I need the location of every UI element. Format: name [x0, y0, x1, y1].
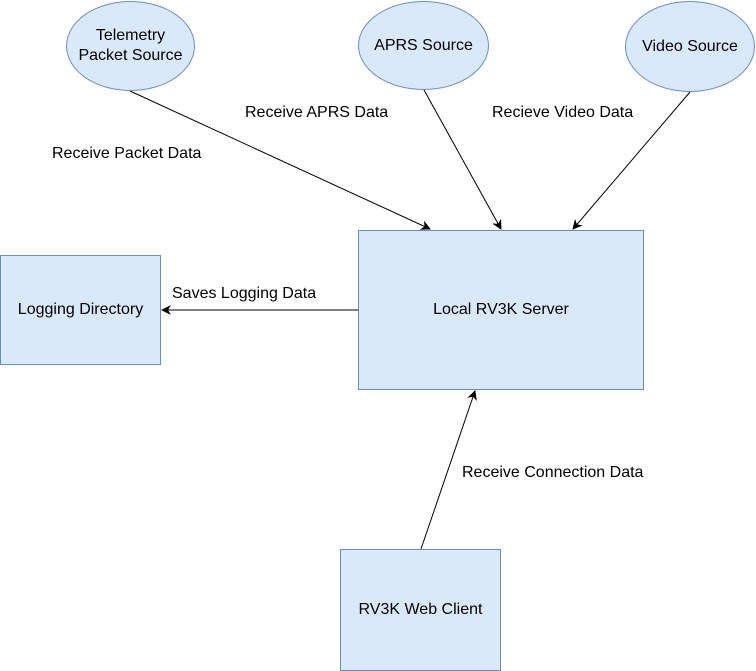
- recieve-video-data-label: Recieve Video Data: [492, 103, 634, 123]
- edge-telemetry-to-server: [129, 90, 431, 230]
- logging-directory-label: Logging Directory: [17, 301, 144, 318]
- receive-connection-data-label: Receive Connection Data: [462, 463, 644, 483]
- receive-packet-data-label: Receive Packet Data: [52, 144, 202, 164]
- logging-directory-node[interactable]: Logging Directory: [0, 255, 161, 365]
- edge-aprs-to-server: [423, 89, 502, 230]
- telemetry-packet-source-label: Telemetry Packet Source: [78, 26, 182, 66]
- rv3k-web-client-node[interactable]: RV3K Web Client: [340, 549, 501, 671]
- aprs-source-label: APRS Source: [374, 36, 473, 54]
- receive-aprs-data-label: Receive APRS Data: [245, 103, 389, 123]
- telemetry-packet-source-node[interactable]: Telemetry Packet Source: [66, 1, 195, 91]
- local-rv3k-server-node[interactable]: Local RV3K Server: [358, 230, 644, 390]
- rv3k-web-client-label: RV3K Web Client: [358, 601, 483, 618]
- edge-client-to-server: [420, 390, 477, 550]
- telemetry-label-line1: Telemetry: [95, 27, 166, 44]
- telemetry-label-line2: Packet Source: [78, 47, 183, 64]
- aprs-source-node[interactable]: APRS Source: [358, 1, 489, 90]
- video-source-label: Video Source: [642, 37, 738, 55]
- video-source-node[interactable]: Video Source: [625, 1, 755, 92]
- edge-video-to-server: [572, 91, 691, 230]
- local-rv3k-server-label: Local RV3K Server: [433, 301, 569, 318]
- saves-logging-data-label: Saves Logging Data: [172, 284, 317, 304]
